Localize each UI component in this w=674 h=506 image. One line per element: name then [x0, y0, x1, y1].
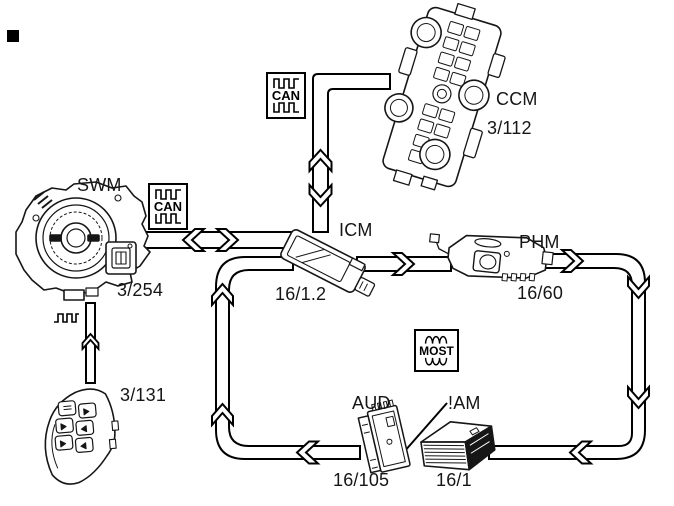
- most-bus-badge: MOST: [414, 329, 459, 372]
- can-bus-badge-top: CAN: [266, 72, 306, 119]
- arrowhead-left-icon: [568, 440, 594, 465]
- arrowhead-up-icon: [211, 402, 234, 428]
- bus-label: CAN: [153, 199, 183, 214]
- square-wave-icon: [154, 213, 181, 224]
- ccm-label: CCM: [496, 89, 538, 109]
- arrowhead-right-icon: [559, 249, 585, 273]
- arrowhead-right-icon: [214, 228, 240, 252]
- icm-label: ICM: [339, 220, 373, 240]
- round-wave-icon: [424, 335, 448, 344]
- most-pipe-right-loop: [488, 253, 646, 460]
- ccm-code: 3/112: [487, 118, 532, 138]
- aud-code: 16/105: [333, 470, 390, 490]
- bus-label: MOST: [419, 343, 454, 358]
- square-wave-icon: [154, 189, 181, 200]
- iam-label: !AM: [448, 393, 481, 413]
- keypad-code: 3/131: [120, 385, 167, 405]
- keypad-module-illustration: [44, 388, 120, 485]
- swm-code: 3/254: [117, 280, 164, 300]
- keypad-swm-arrow: [85, 302, 96, 384]
- phm-module-illustration: [429, 233, 554, 282]
- arrowhead-up-icon: [211, 282, 234, 308]
- icm-module-illustration: [280, 229, 376, 297]
- iam-module-illustration: [420, 421, 496, 471]
- bus-label: CAN: [271, 88, 301, 103]
- arrowhead-up-icon: [81, 332, 100, 352]
- most-pipe-left-loop: [215, 256, 361, 460]
- phm-label: PHM: [519, 232, 560, 252]
- bus-pipes: [85, 73, 646, 460]
- iam-code: 16/1: [436, 470, 472, 490]
- square-wave-icon: [272, 102, 299, 113]
- phm-code: 16/60: [517, 283, 564, 303]
- round-wave-icon: [424, 357, 448, 366]
- serial-wave-icon: [54, 313, 79, 323]
- arrowhead-down-icon: [308, 182, 333, 208]
- arrowhead-left-icon: [181, 228, 207, 252]
- can-pipe-swm-icm: [136, 231, 300, 249]
- arrowhead-down-icon: [627, 274, 650, 300]
- arrowheads: [81, 148, 650, 465]
- swm-module-illustration: [15, 181, 151, 301]
- aud-label: AUD: [352, 393, 391, 413]
- arrowhead-left-icon: [295, 440, 321, 465]
- aud-module-illustration: [357, 399, 411, 474]
- arrowhead-down-icon: [627, 384, 650, 410]
- arrowhead-right-icon: [390, 252, 416, 276]
- can-pipe-ccm-icm: [312, 73, 391, 233]
- square-wave-icon: [272, 78, 299, 89]
- ccm-module-illustration: [382, 2, 506, 191]
- corner-marker: [7, 30, 19, 42]
- swm-label: SWM: [77, 175, 122, 195]
- can-bus-badge-left: CAN: [148, 183, 188, 230]
- arrowhead-up-icon: [308, 148, 333, 174]
- icm-code: 16/1.2: [275, 284, 327, 304]
